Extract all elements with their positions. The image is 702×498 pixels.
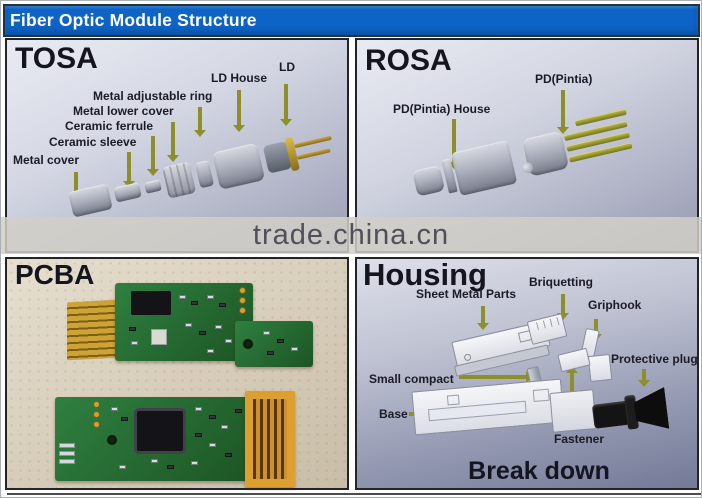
base-drawing [411,378,565,436]
qfn-chip [151,329,167,345]
ld-house-part [212,142,266,190]
ceramic-ferrule-arrow-icon [147,136,159,176]
gold-via [93,421,100,428]
fastener-block-drawing [549,389,597,433]
label-metal-lower-cover: Metal lower cover [73,104,174,118]
watermark-band: trade.china.cn [1,217,701,254]
metal-cover-part [68,183,113,218]
gold-via [93,411,100,418]
protective-plug-drawing [591,386,676,437]
metal-lower-cover-part [161,161,196,199]
panel-pcba: PCBA [5,257,349,490]
label-pd-pintia: PD(Pintia) [535,72,593,86]
label-base: Base [379,407,408,421]
bottom-divider [7,493,701,495]
label-fastener: Fastener [554,432,605,446]
metal-adjustable-ring-part [194,159,215,189]
gold-via [239,287,246,294]
ceramic-ferrule-part [143,179,162,194]
gold-fingers [67,299,119,361]
label-sheet-metal-parts: Sheet Metal Parts [416,287,517,301]
watermark-text: trade.china.cn [252,219,450,251]
tosa-heading: TOSA [15,42,98,75]
label-ceramic-ferrule: Ceramic ferrule [65,119,154,133]
qfp-chip [137,411,183,451]
metal-lower-cover-arrow-icon [167,122,179,162]
label-ceramic-sleeve: Ceramic sleeve [49,135,137,149]
label-pd-pintia-house: PD(Pintia) House [393,102,491,116]
rosa-heading: ROSA [365,44,452,77]
label-metal-adjustable-ring: Metal adjustable ring [93,89,213,103]
label-protective-plug: Protective plug [611,352,698,366]
pd-pins [561,105,646,176]
label-ld-house: LD House [211,71,268,85]
metal-adjustable-ring-arrow-icon [194,107,206,137]
pcba-heading: PCBA [15,259,95,290]
ld-part [262,127,340,176]
pd-house-part [450,140,518,196]
gold-via [239,307,246,314]
label-small-compact: Small compact [369,372,454,386]
label-ld: LD [279,60,295,74]
pd-arrow-icon [557,90,569,134]
housing-heading: Housing [363,257,487,292]
pcb-board-top [67,283,313,391]
ld-pin [294,135,333,149]
rosa-nose-part [412,165,446,197]
sheet-metal-parts-arrow-icon [477,306,489,330]
gold-via [239,297,246,304]
gold-via [93,401,100,408]
pcb-board-bottom [55,391,305,487]
mounting-hole [107,435,117,445]
pd-part [521,130,570,177]
page-title: Fiber Optic Module Structure [10,10,257,30]
title-bar: Fiber Optic Module Structure [3,4,700,37]
flex-traces [253,399,287,479]
ld-house-arrow-icon [233,90,245,132]
label-briquetting: Briquetting [529,275,593,289]
label-metal-cover: Metal cover [13,153,80,167]
ld-arrow-icon [280,84,292,126]
ic-chip [131,291,171,315]
ceramic-sleeve-part [112,181,142,203]
label-griphook: Griphook [588,298,642,312]
briquetting-arrow-icon [557,294,569,320]
panel-housing: Housing Sheet Metal Parts Briquetting Gr… [355,257,699,490]
griphook-hook-drawing [587,353,613,383]
ld-pin [297,148,332,160]
protective-plug-arrow-icon [638,369,650,387]
briquetting-drawing [526,313,568,345]
mounting-hole [243,339,253,349]
clip-drawing [557,347,591,373]
break-down-caption: Break down [468,457,610,485]
